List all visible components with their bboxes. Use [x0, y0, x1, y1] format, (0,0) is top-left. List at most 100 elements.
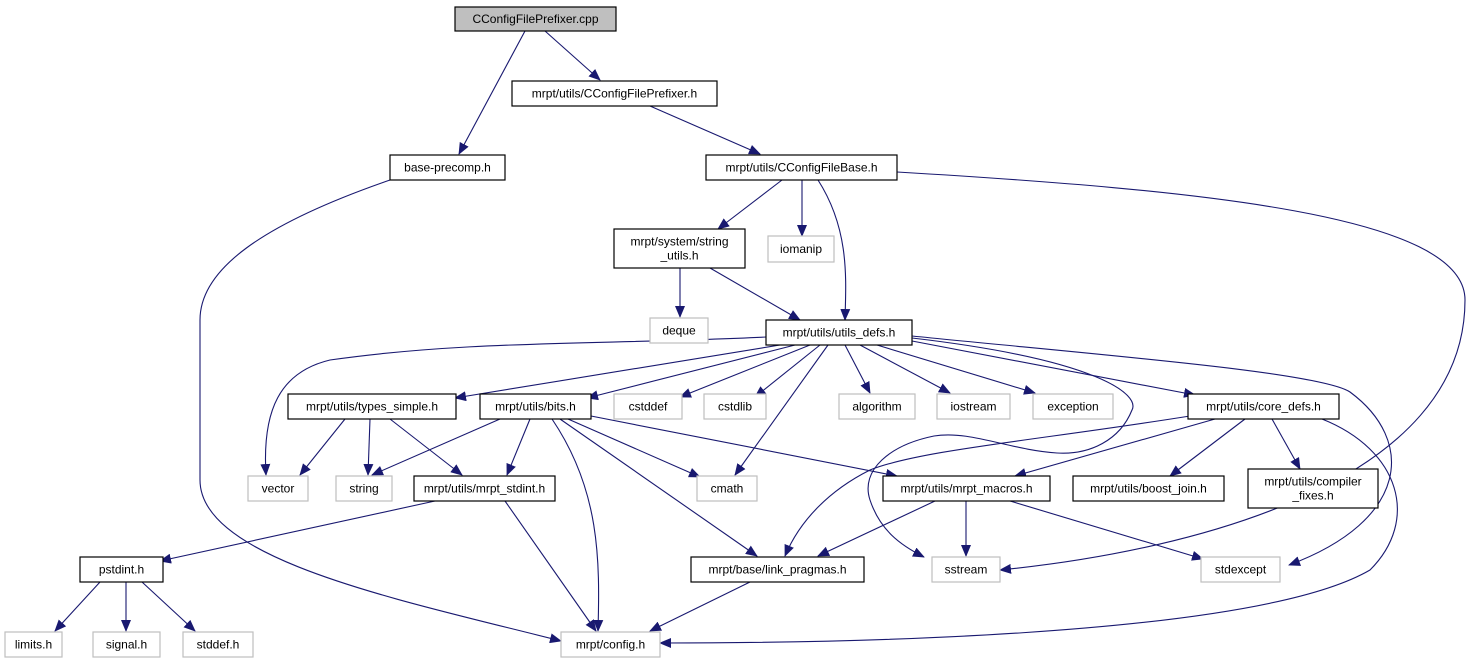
node-label: iostream [950, 400, 996, 414]
node-box [690, 556, 865, 583]
node-bits[interactable]: mrpt/utils/bits.h [479, 393, 592, 420]
node-signal[interactable]: signal.h [92, 631, 161, 658]
node-label: mrpt/utils/utils_defs.h [783, 326, 896, 340]
edge-main-base-precomp [458, 30, 526, 155]
node-prefixer-h[interactable]: mrpt/utils/CConfigFilePrefixer.h [511, 80, 718, 107]
node-label: limits.h [15, 638, 52, 652]
edge-link-pragmas-config [649, 581, 751, 632]
nodes: CConfigFilePrefixer.cpp mrpt/utils/CConfi… [4, 6, 1379, 658]
node-box [1072, 475, 1225, 502]
node-label: mrpt/utils/boost_join.h [1090, 482, 1207, 496]
node-label: deque [662, 324, 696, 338]
node-label: mrpt/utils/CConfigFileBase.h [725, 161, 877, 175]
node-box [247, 475, 309, 502]
node-label: CConfigFilePrefixer.cpp [472, 12, 598, 26]
edge-cfgbase-string-utils [717, 179, 783, 230]
node-box [511, 80, 718, 107]
edge-utils-defs-sstream [867, 337, 1134, 558]
node-stddef[interactable]: stddef.h [182, 631, 254, 658]
node-mrpt-stdint[interactable]: mrpt/utils/mrpt_stdint.h [413, 475, 556, 502]
node-cstddef[interactable]: cstddef [613, 393, 683, 420]
node-label: mrpt/utils/CConfigFilePrefixer.h [532, 87, 697, 101]
node-config[interactable]: mrpt/config.h [560, 631, 661, 658]
node-box [838, 393, 916, 420]
node-exception[interactable]: exception [1032, 393, 1114, 420]
edge-utils-defs-bits [586, 344, 796, 401]
node-link-pragmas[interactable]: mrpt/base/link_pragmas.h [690, 556, 865, 583]
node-stdexcept[interactable]: stdexcept [1200, 556, 1281, 583]
edge-types-simple-string [363, 418, 374, 476]
node-boost-join[interactable]: mrpt/utils/boost_join.h [1072, 475, 1225, 502]
node-cfgbase[interactable]: mrpt/utils/CConfigFileBase.h [705, 154, 898, 181]
node-label: mrpt/utils/compiler [1264, 475, 1361, 489]
node-main[interactable]: CConfigFilePrefixer.cpp [454, 6, 617, 32]
edge-mrpt-stdint-pstdint [159, 500, 436, 564]
node-label: string [349, 482, 378, 496]
edge-bits-link-pragmas [559, 418, 758, 557]
node-label: mrpt/utils/mrpt_stdint.h [424, 482, 545, 496]
node-label: vector [262, 482, 295, 496]
node-label: mrpt/config.h [576, 638, 645, 652]
edge-mrpt-macros-stdexcept [1009, 500, 1204, 561]
edge-utils-defs-cstddef [679, 344, 811, 398]
node-box [479, 393, 592, 420]
node-box [703, 393, 767, 420]
node-label: cstddef [629, 400, 668, 414]
edge-main-prefixer-h [544, 30, 601, 81]
node-label: mrpt/utils/types_simple.h [306, 400, 438, 414]
node-algorithm[interactable]: algorithm [838, 393, 916, 420]
node-box [705, 154, 898, 181]
node-string-utils[interactable]: mrpt/system/string_utils.h [613, 228, 746, 269]
node-iostream[interactable]: iostream [936, 393, 1011, 420]
node-label: base-precomp.h [404, 161, 491, 175]
node-label: stddef.h [197, 638, 240, 652]
edge-base-precomp-config [199, 179, 562, 644]
node-vector[interactable]: vector [247, 475, 309, 502]
node-string[interactable]: string [335, 475, 393, 502]
node-box [79, 556, 164, 583]
edge-cfgbase-sstream [896, 171, 1466, 574]
edge-bits-config [551, 418, 604, 632]
node-box [696, 475, 758, 502]
node-compiler-fixes[interactable]: mrpt/utils/compiler_fixes.h [1247, 468, 1379, 509]
node-iomanip[interactable]: iomanip [767, 235, 835, 263]
node-sstream[interactable]: sstream [931, 556, 1001, 583]
node-limits[interactable]: limits.h [4, 631, 63, 658]
node-box [1200, 556, 1281, 583]
node-box [767, 235, 835, 263]
edge-core-defs-config [659, 418, 1398, 648]
edge-utils-defs-exception [876, 344, 1036, 395]
node-label: cstdlib [718, 400, 752, 414]
node-box [613, 393, 683, 420]
node-label: mrpt/system/string [630, 235, 728, 249]
node-label: mrpt/utils/mrpt_macros.h [900, 482, 1032, 496]
node-cmath[interactable]: cmath [696, 475, 758, 502]
node-box [560, 631, 661, 658]
node-label: pstdint.h [99, 563, 144, 577]
node-box [882, 475, 1051, 502]
node-pstdint[interactable]: pstdint.h [79, 556, 164, 583]
edge-pstdint-limits [54, 581, 101, 632]
node-utils-defs[interactable]: mrpt/utils/utils_defs.h [765, 319, 913, 346]
node-label: _utils.h [659, 249, 698, 263]
node-label: sstream [945, 563, 988, 577]
node-mrpt-macros[interactable]: mrpt/utils/mrpt_macros.h [882, 475, 1051, 502]
node-deque[interactable]: deque [649, 317, 709, 344]
edge-bits-mrpt-macros [590, 415, 898, 479]
edge-core-defs-compiler-fixes [1271, 418, 1301, 470]
edge-core-defs-link-pragmas [784, 415, 1191, 557]
node-label: stdexcept [1215, 563, 1267, 577]
edge-utils-defs-vector [260, 336, 767, 476]
node-box [454, 6, 617, 32]
edge-pstdint-stddef [141, 581, 196, 632]
node-base-precomp[interactable]: base-precomp.h [389, 154, 506, 181]
node-label: mrpt/base/link_pragmas.h [708, 563, 846, 577]
edge-utils-defs-cstdlib [754, 344, 821, 398]
node-box [287, 393, 457, 420]
node-box [936, 393, 1011, 420]
node-types-simple[interactable]: mrpt/utils/types_simple.h [287, 393, 457, 420]
node-core-defs[interactable]: mrpt/utils/core_defs.h [1187, 393, 1340, 420]
node-label: mrpt/utils/bits.h [495, 400, 576, 414]
node-cstdlib[interactable]: cstdlib [703, 393, 767, 420]
